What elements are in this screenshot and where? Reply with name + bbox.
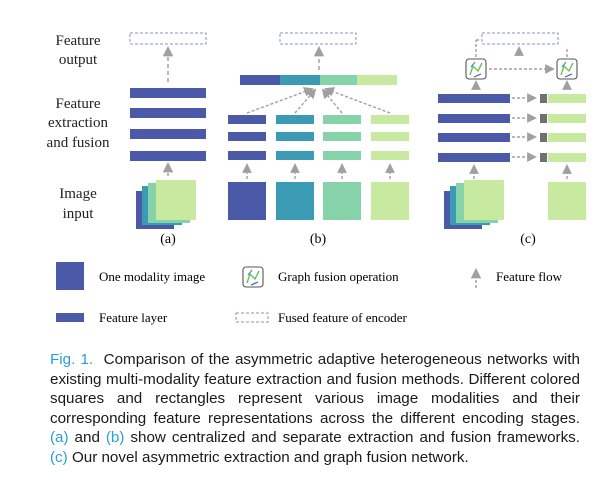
- feature-layer: [228, 151, 266, 160]
- caption-ref-b: (b): [105, 429, 125, 446]
- feature-layer: [548, 133, 586, 142]
- fused-bar-segment: [280, 75, 320, 85]
- figure-diagram: Feature output Feature extraction and fu…: [47, 32, 586, 325]
- row-label-extraction-3: and fusion: [47, 135, 110, 151]
- modality-image: [323, 182, 361, 220]
- flow-arrow: [294, 88, 317, 114]
- modality-image: [228, 182, 266, 220]
- caption-text-2: show centralized and separate extraction…: [130, 429, 580, 446]
- row-label-extraction-2: extraction: [48, 115, 108, 131]
- fused-feature-box-c: [481, 32, 559, 45]
- feature-layer: [130, 129, 206, 139]
- feature-layer: [548, 94, 586, 103]
- flow-arrow: [246, 87, 314, 114]
- feature-layer: [371, 151, 409, 160]
- legend-fused-feature-swatch: [235, 312, 269, 323]
- connector-block: [540, 133, 547, 142]
- figure-caption: Fig. 1. Comparison of the asymmetric ada…: [50, 350, 580, 467]
- feature-layer: [228, 115, 266, 124]
- feature-layer: [323, 151, 361, 160]
- modality-image-stack: [156, 180, 196, 220]
- panel-label-a: (a): [160, 232, 176, 247]
- feature-layer: [130, 108, 206, 118]
- legend-modality-swatch: [56, 262, 84, 290]
- caption-and: and: [74, 429, 100, 446]
- feature-layer: [276, 132, 314, 141]
- feature-layer: [228, 132, 266, 141]
- legend-graph-fusion-icon: [242, 266, 264, 288]
- feature-layer: [438, 94, 510, 103]
- connector-block: [540, 153, 547, 162]
- legend-graph-fusion-label: Graph fusion operation: [278, 269, 399, 284]
- feature-layer: [276, 151, 314, 160]
- modality-image: [276, 182, 314, 220]
- modality-image: [548, 182, 586, 220]
- connector-block: [540, 114, 547, 123]
- panel-b: (b): [228, 32, 409, 247]
- feature-layer: [276, 115, 314, 124]
- caption-ref-a: (a): [50, 429, 69, 446]
- panel-label-b: (b): [310, 232, 327, 247]
- legend-feature-layer-swatch: [56, 313, 84, 322]
- flow-arrow: [321, 88, 343, 114]
- caption-ref-c: (c): [50, 448, 68, 466]
- row-label-extraction-1: Feature: [56, 96, 101, 112]
- fused-feature-box-b: [279, 32, 357, 45]
- feature-layer: [548, 114, 586, 123]
- modality-image: [371, 182, 409, 220]
- legend-fused-feature-label: Fused feature of encoder: [278, 310, 408, 325]
- panel-a: (a): [129, 32, 207, 247]
- flow-arrow: [324, 87, 391, 114]
- modality-image-stack: [464, 180, 504, 220]
- caption-label: Fig. 1.: [50, 351, 94, 368]
- legend-modality-label: One modality image: [99, 269, 205, 284]
- feature-layer: [438, 114, 510, 123]
- caption-text-3: Our novel asymmetric extraction and grap…: [71, 448, 469, 466]
- feature-layer: [130, 151, 206, 161]
- legend-feature-flow-label: Feature flow: [496, 269, 563, 284]
- row-label-output-2: output: [59, 52, 98, 68]
- legend: One modality image Graph fusion operatio…: [56, 262, 563, 325]
- graph-fusion-icon: [465, 58, 487, 80]
- feature-layer: [438, 133, 510, 142]
- panel-label-c: (c): [520, 232, 536, 247]
- feature-layer: [323, 115, 361, 124]
- feature-layer: [548, 153, 586, 162]
- legend-feature-layer-label: Feature layer: [99, 310, 168, 325]
- row-label-output-1: Feature: [56, 33, 101, 49]
- graph-fusion-icon: [556, 58, 578, 80]
- feature-layer: [371, 132, 409, 141]
- feature-layer: [438, 153, 510, 162]
- connector-block: [540, 94, 547, 103]
- feature-layer: [130, 88, 206, 98]
- feature-layer: [323, 132, 361, 141]
- feature-layer: [371, 115, 409, 124]
- fused-bar-segment: [240, 75, 280, 85]
- caption-text-1: Comparison of the asymmetric adaptive he…: [50, 351, 580, 427]
- row-label-input-1: Image: [59, 186, 97, 202]
- fused-feature-box-a: [129, 32, 207, 45]
- fused-bar-segment: [320, 75, 357, 85]
- panel-c: (c): [438, 32, 586, 247]
- fused-bar-segment: [357, 75, 397, 85]
- row-label-input-2: input: [63, 206, 95, 222]
